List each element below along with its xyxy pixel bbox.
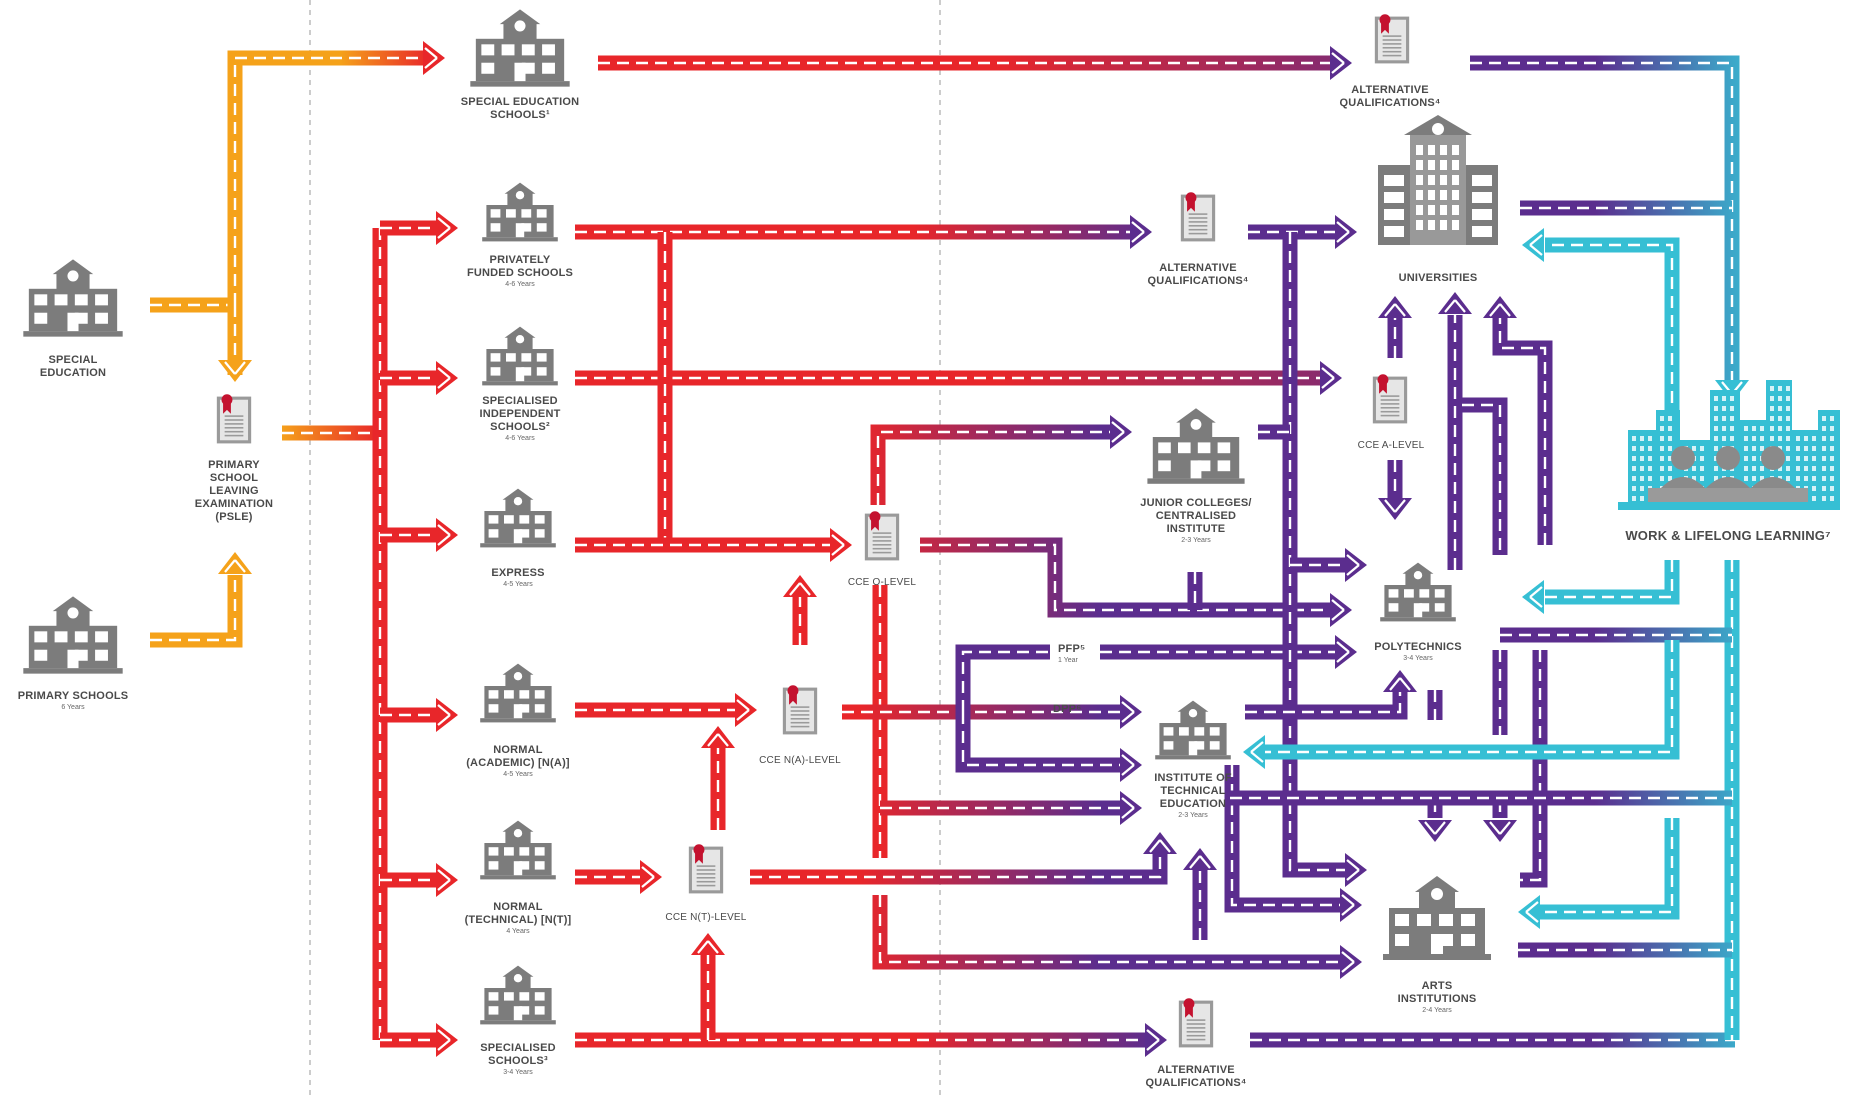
road-spine-to-poly xyxy=(1290,548,1367,582)
road-ite-to-arts xyxy=(1224,765,1362,922)
alt-qual-bottom-icon xyxy=(1178,998,1214,1048)
road-cce-nt-to-na xyxy=(701,726,735,830)
road-ss-to-altqual xyxy=(575,1023,1167,1057)
universities-label: UNIVERSITIES xyxy=(1398,272,1478,284)
road-altqual-to-uni xyxy=(1248,215,1357,249)
primary-schools-label: PRIMARY SCHOOLS 6 Years xyxy=(17,690,129,711)
specialised-schools-icon xyxy=(480,965,556,1025)
road-poly-to-uni xyxy=(1438,292,1472,570)
road-work-to-poly xyxy=(1522,560,1680,614)
cce-a-level-label: CCE A-LEVEL xyxy=(1357,440,1425,451)
road-na-to-ite xyxy=(955,712,1142,782)
alt-qual-bottom-label: ALTERNATIVE QUALIFICATIONS⁴ xyxy=(1145,1064,1247,1089)
universities-icon xyxy=(1378,115,1498,245)
road-ite-up xyxy=(1183,848,1217,940)
road-express-to-olevel xyxy=(575,528,852,562)
road-poly-to-uni-2 xyxy=(1483,296,1553,545)
alt-qual-top-icon xyxy=(1374,14,1410,64)
express-label: EXPRESS 4-5 Years xyxy=(491,567,545,588)
specialised-independent-schools-icon xyxy=(482,326,558,386)
road-to-arts-1 xyxy=(1418,800,1452,842)
privately-funded-schools-label: PRIVATELY FUNDED SCHOOLS 4-6 Years xyxy=(466,254,574,288)
normal-technical-icon xyxy=(480,820,556,880)
cce-na-level-label: CCE N(A)-LEVEL xyxy=(759,755,841,766)
arts-institutions-label: ARTS INSTITUTIONS 2-4 Years xyxy=(1397,980,1477,1014)
road-to-secondary-4 xyxy=(380,863,458,897)
road-to-secondary-3 xyxy=(380,698,458,732)
special-education-schools-label: SPECIAL EDUCATION SCHOOLS¹ xyxy=(460,96,580,121)
pfp-label: PFP⁵ 1 Year xyxy=(1058,643,1086,664)
road-ite-to-poly xyxy=(1245,670,1417,720)
road-alevel-to-uni xyxy=(1378,296,1412,358)
road-to-secondary-1 xyxy=(380,361,458,395)
polytechnics-label: POLYTECHNICS 3-4 Years xyxy=(1374,641,1462,662)
road-na-to-dpp xyxy=(842,695,1142,729)
road-to-secondary-5 xyxy=(380,1023,458,1057)
express-icon xyxy=(480,488,556,548)
road-alevel-to-poly xyxy=(1378,460,1412,520)
road-poly-to-arts-3 xyxy=(1520,650,1548,888)
road-to-arts-2 xyxy=(1483,800,1517,842)
work-lifelong-learning-label: WORK & LIFELONG LEARNING⁷ xyxy=(1625,528,1831,543)
junior-colleges-label: JUNIOR COLLEGES/ CENTRALISED INSTITUTE 2… xyxy=(1140,497,1252,544)
road-olevel-to-ite xyxy=(880,791,1142,825)
road-work-to-ite xyxy=(1243,640,1680,769)
primary-schools-icon xyxy=(23,596,123,674)
road-cce-na-to-olevel xyxy=(783,575,817,645)
psle-label: PRIMARY SCHOOL LEAVING EXAMINATION (PSLE… xyxy=(194,459,274,523)
work-lifelong-learning-icon xyxy=(1618,380,1840,510)
road-to-special-ed-schools xyxy=(227,50,425,305)
cce-o-level-icon xyxy=(864,511,900,561)
junior-colleges-icon xyxy=(1147,408,1245,484)
cce-na-level-icon xyxy=(782,685,818,735)
specialised-independent-schools-label: SPECIALISED INDEPENDENT SCHOOLS² 4-6 Yea… xyxy=(479,395,561,442)
road-spine-to-arts xyxy=(1282,232,1367,887)
normal-academic-icon xyxy=(480,663,556,723)
road-work-to-arts xyxy=(1518,818,1680,929)
road-olevel-to-arts xyxy=(872,895,1362,979)
road-pfp-to-poly xyxy=(1100,635,1357,669)
road-ss-to-cce-nt xyxy=(691,933,725,1040)
road-nt-to-ite xyxy=(750,832,1177,885)
psle-certificate-icon xyxy=(216,394,252,444)
normal-academic-label: NORMAL (ACADEMIC) [N(A)] 4-5 Years xyxy=(466,744,570,778)
alt-qual-mid-label: ALTERNATIVE QUALIFICATIONS⁴ xyxy=(1147,262,1249,287)
cce-nt-level-icon xyxy=(688,844,724,894)
road-na-to-cce xyxy=(575,693,757,727)
special-education-icon xyxy=(23,259,123,337)
dpp-label: DPP⁶ xyxy=(1053,703,1082,715)
road-olevel-to-jc xyxy=(870,415,1132,505)
cce-o-level-label: CCE O-LEVEL xyxy=(847,577,917,588)
cce-a-level-icon xyxy=(1372,374,1408,424)
privately-funded-schools-icon xyxy=(482,182,558,242)
alt-qual-top-label: ALTERNATIVE QUALIFICATIONS⁴ xyxy=(1339,84,1441,109)
road-poly-loop xyxy=(1462,397,1508,555)
polytechnics-icon xyxy=(1380,562,1456,622)
normal-technical-label: NORMAL (TECHNICAL) [N(T)] 4 Years xyxy=(464,901,572,935)
road-into-psle-top xyxy=(218,305,252,382)
arts-institutions-icon xyxy=(1383,876,1491,960)
road-sped-to-altqual xyxy=(598,46,1352,80)
road-pfp-branch xyxy=(955,644,1050,712)
road-sis-to-alevel xyxy=(575,361,1342,395)
road-to-secondary-2 xyxy=(380,518,458,552)
road-work-to-uni xyxy=(1522,228,1680,460)
ite-label: INSTITUTE OF TECHNICAL EDUCATION 2-3 Yea… xyxy=(1154,772,1232,819)
special-education-schools-icon xyxy=(470,9,570,87)
alt-qual-mid-icon xyxy=(1180,192,1216,242)
road-nt-to-cce xyxy=(575,860,662,894)
special-education-label: SPECIAL EDUCATION xyxy=(39,354,107,379)
road-to-secondary-0 xyxy=(380,211,458,245)
cce-nt-level-label: CCE N(T)-LEVEL xyxy=(665,912,747,923)
specialised-schools-label: SPECIALISED SCHOOLS³ 3-4 Years xyxy=(480,1042,556,1076)
ite-icon xyxy=(1155,700,1231,760)
road-primary-to-psle xyxy=(150,552,252,648)
